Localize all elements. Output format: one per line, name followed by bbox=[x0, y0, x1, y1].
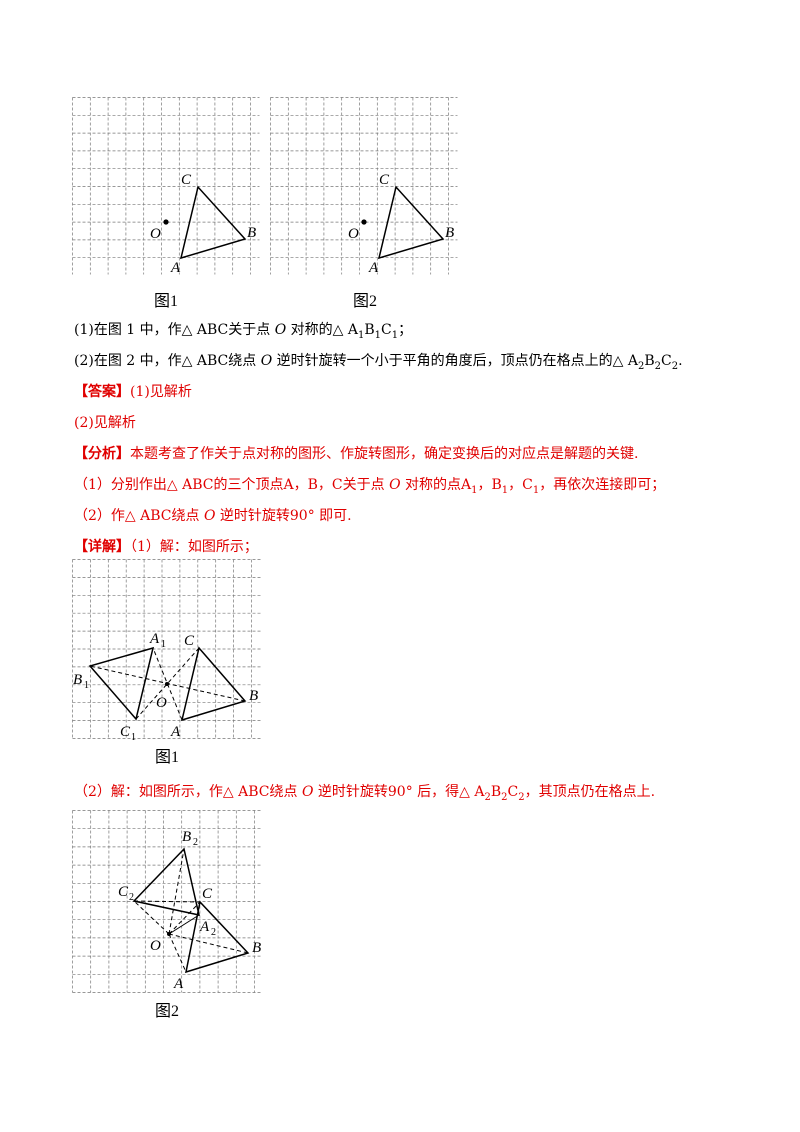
label-o: O bbox=[156, 695, 167, 711]
point-o bbox=[361, 219, 367, 225]
grid-lines bbox=[270, 97, 458, 275]
label-a1-sub: 1 bbox=[161, 639, 166, 650]
label-a: A bbox=[173, 976, 184, 992]
caption-solution-2: 图2 bbox=[155, 1003, 180, 1020]
grid-lines bbox=[72, 97, 260, 275]
dashed-o-a bbox=[168, 933, 187, 973]
solution-figure-1: A 1 C B 1 B O C 1 A bbox=[72, 559, 264, 745]
point-o bbox=[163, 219, 169, 225]
caption-solution-1: 图1 bbox=[155, 749, 180, 766]
dashed-o-c bbox=[168, 901, 201, 935]
detail-line: 【详解】（1）解：如图所示； bbox=[74, 539, 258, 555]
question-2: (2)在图 2 中，作△ ABC绕点 O 逆时针旋转一个小于平角的角度后，顶点仍… bbox=[74, 353, 683, 372]
label-b: B bbox=[445, 225, 454, 241]
triangle-abc bbox=[377, 185, 445, 260]
label-a: A bbox=[368, 260, 379, 276]
triangle-abc bbox=[180, 646, 247, 722]
detail-step-2: （2）解：如图所示，作△ ABC绕点 O 逆时针旋转90° 后，得△ A2B2C… bbox=[74, 784, 656, 803]
dashed-o-b2 bbox=[168, 848, 185, 935]
caption-figure-2: 图2 bbox=[353, 293, 378, 310]
label-b1: B bbox=[73, 672, 82, 688]
caption-figure-1: 图1 bbox=[154, 293, 179, 310]
answer-line-2: (2)见解析 bbox=[74, 415, 136, 431]
label-a2: A bbox=[199, 919, 210, 935]
label-b2-sub: 2 bbox=[193, 837, 198, 848]
question-figure-1: C O B A bbox=[72, 97, 262, 281]
triangle-a1b1c1 bbox=[88, 646, 155, 721]
grid-figure-1: C O B A bbox=[72, 97, 260, 276]
label-b: B bbox=[252, 940, 261, 956]
answer-line-1: 【答案】(1)见解析 bbox=[74, 384, 192, 400]
analysis-step-1: （1）分别作出△ ABC的三个顶点A，B，C关于点 O 对称的点A1，B1，C1… bbox=[74, 477, 666, 496]
label-c1: C bbox=[120, 724, 131, 740]
label-o: O bbox=[150, 938, 161, 954]
dashed-c-c1 bbox=[135, 647, 200, 720]
label-a1: A bbox=[149, 631, 160, 647]
grid-solution-1: A 1 C B 1 B O C 1 A bbox=[72, 559, 261, 743]
question-1: (1)在图 1 中，作△ ABC关于点 O 对称的△ A1B1C1； bbox=[74, 322, 413, 341]
label-a: A bbox=[170, 260, 181, 276]
label-o: O bbox=[348, 226, 359, 242]
label-b: B bbox=[247, 225, 256, 241]
grid-solution-2: B 2 C 2 C A 2 O B A bbox=[72, 810, 261, 993]
analysis-line: 【分析】本题考查了作关于点对称的图形、作旋转图形，确定变换后的对应点是解题的关键… bbox=[74, 446, 639, 462]
solid-o-a2 bbox=[168, 914, 200, 935]
triangle-abc bbox=[185, 900, 250, 974]
label-o: O bbox=[150, 226, 161, 242]
label-c2-sub: 2 bbox=[129, 892, 134, 903]
grid-lines bbox=[72, 559, 261, 740]
label-c: C bbox=[379, 172, 390, 188]
label-a2-sub: 2 bbox=[211, 927, 216, 938]
label-c2: C bbox=[118, 884, 129, 900]
grid-figure-2: C O B A bbox=[270, 97, 458, 276]
triangle-a2b2c2 bbox=[132, 847, 200, 916]
label-b2: B bbox=[182, 829, 191, 845]
label-a: A bbox=[170, 724, 181, 740]
point-o bbox=[167, 932, 171, 936]
label-c: C bbox=[184, 633, 195, 649]
label-c: C bbox=[181, 172, 192, 188]
analysis-step-2: （2）作△ ABC绕点 O 逆时针旋转90° 即可. bbox=[74, 508, 352, 524]
label-c1-sub: 1 bbox=[131, 732, 136, 741]
triangle-abc bbox=[179, 185, 247, 260]
question-figure-2: C O B A bbox=[270, 97, 460, 281]
dashed-o-c2 bbox=[133, 900, 170, 935]
point-o bbox=[165, 682, 169, 686]
label-b1-sub: 1 bbox=[84, 680, 89, 691]
grid-lines bbox=[72, 810, 261, 993]
label-c: C bbox=[202, 886, 213, 902]
label-b: B bbox=[249, 688, 258, 704]
solution-figure-2: B 2 C 2 C A 2 O B A bbox=[72, 810, 264, 999]
